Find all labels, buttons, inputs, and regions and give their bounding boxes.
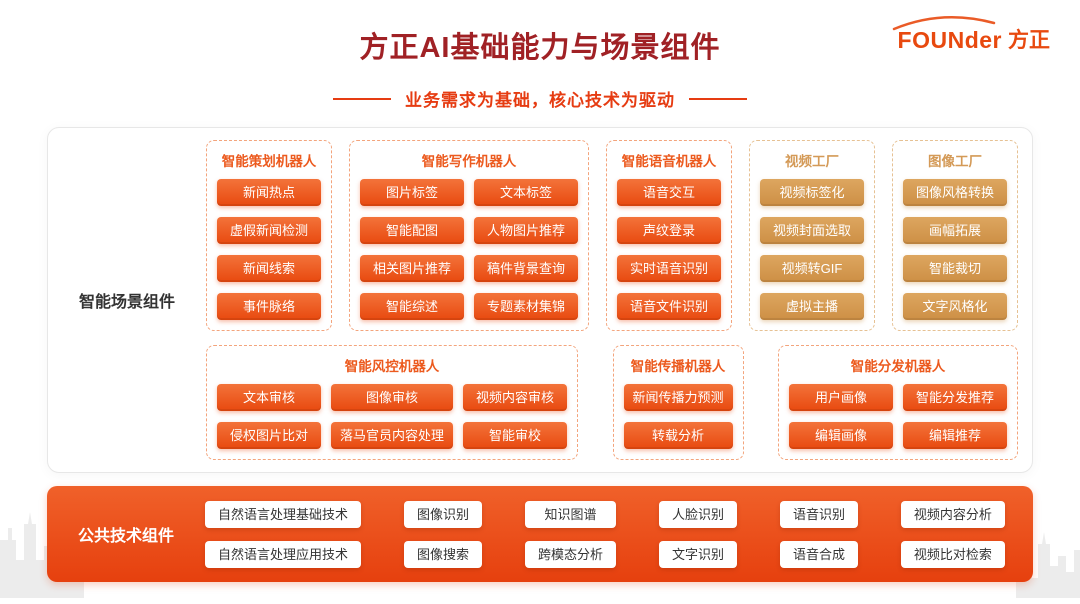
capability-button-planning-robot-0[interactable]: 新闻热点 bbox=[217, 179, 321, 206]
group-title-writing-robot: 智能写作机器人 bbox=[421, 154, 517, 169]
capability-button-video-factory-2[interactable]: 视频转GIF bbox=[760, 255, 864, 282]
capability-button-distribution-robot-0[interactable]: 用户画像 bbox=[789, 384, 893, 411]
capability-button-writing-robot-5[interactable]: 稿件背景查询 bbox=[474, 255, 578, 282]
group-spread-robot: 智能传播机器人新闻传播力预测转载分析 bbox=[612, 345, 744, 460]
group-title-spread-robot: 智能传播机器人 bbox=[630, 359, 726, 374]
group-image-factory: 图像工厂图像风格转换画幅拓展智能裁切文字风格化 bbox=[892, 140, 1018, 331]
group-title-image-factory: 图像工厂 bbox=[928, 154, 982, 169]
group-items-writing-robot: 图片标签文本标签智能配图人物图片推荐相关图片推荐稿件背景查询智能综述专题素材集锦 bbox=[360, 179, 578, 320]
group-items-video-factory: 视频标签化视频封面选取视频转GIF 虚拟主播 bbox=[760, 179, 864, 320]
capability-button-spread-robot-0[interactable]: 新闻传播力预测 bbox=[623, 384, 733, 411]
logo-swoosh-icon bbox=[892, 16, 995, 31]
capability-button-video-factory-3[interactable]: 虚拟主播 bbox=[760, 293, 864, 320]
capability-button-risk-robot-4[interactable]: 落马官员内容处理 bbox=[331, 422, 454, 449]
scene-components-panel: 智能场景组件 智能策划机器人新闻热点虚假新闻检测新闻线索事件脉络智能写作机器人图… bbox=[47, 127, 1033, 473]
capability-button-planning-robot-2[interactable]: 新闻线索 bbox=[217, 255, 321, 282]
subtitle-text: 业务需求为基础，核心技术为驱动 bbox=[405, 91, 675, 110]
tech-button-4[interactable]: 语音识别 bbox=[779, 500, 858, 528]
tech-button-9[interactable]: 文字识别 bbox=[658, 540, 737, 568]
header: 方正AI基础能力与场景组件 FOUNder 方正 bbox=[0, 0, 1080, 66]
capability-button-distribution-robot-1[interactable]: 智能分发推荐 bbox=[903, 384, 1007, 411]
tech-button-2[interactable]: 知识图谱 bbox=[524, 500, 616, 528]
capability-button-voice-robot-2[interactable]: 实时语音识别 bbox=[617, 255, 721, 282]
group-writing-robot: 智能写作机器人图片标签文本标签智能配图人物图片推荐相关图片推荐稿件背景查询智能综… bbox=[349, 140, 589, 331]
tech-button-8[interactable]: 跨模态分析 bbox=[524, 540, 616, 568]
group-video-factory: 视频工厂视频标签化视频封面选取视频转GIF 虚拟主播 bbox=[749, 140, 875, 331]
group-title-distribution-robot: 智能分发机器人 bbox=[850, 359, 946, 374]
subtitle-row: 业务需求为基础，核心技术为驱动 bbox=[0, 86, 1080, 111]
capability-button-writing-robot-6[interactable]: 智能综述 bbox=[360, 293, 464, 320]
capability-button-writing-robot-7[interactable]: 专题素材集锦 bbox=[474, 293, 578, 320]
capability-button-writing-robot-0[interactable]: 图片标签 bbox=[360, 179, 464, 206]
capability-button-planning-robot-3[interactable]: 事件脉络 bbox=[217, 293, 321, 320]
group-items-spread-robot: 新闻传播力预测转载分析 bbox=[623, 384, 733, 449]
capability-button-image-factory-1[interactable]: 画幅拓展 bbox=[903, 217, 1007, 244]
capability-button-distribution-robot-3[interactable]: 编辑推荐 bbox=[903, 422, 1007, 449]
capability-button-image-factory-2[interactable]: 智能裁切 bbox=[903, 255, 1007, 282]
capability-button-distribution-robot-2[interactable]: 编辑画像 bbox=[789, 422, 893, 449]
group-distribution-robot: 智能分发机器人用户画像智能分发推荐编辑画像编辑推荐 bbox=[778, 345, 1018, 460]
tech-button-6[interactable]: 自然语言处理应用技术 bbox=[205, 540, 362, 568]
capability-button-writing-robot-1[interactable]: 文本标签 bbox=[474, 179, 578, 206]
subtitle-line-right bbox=[689, 97, 747, 100]
capability-button-planning-robot-1[interactable]: 虚假新闻检测 bbox=[217, 217, 321, 244]
capability-button-writing-robot-3[interactable]: 人物图片推荐 bbox=[474, 217, 578, 244]
capability-button-risk-robot-3[interactable]: 侵权图片比对 bbox=[217, 422, 321, 449]
tech-button-7[interactable]: 图像搜索 bbox=[403, 540, 482, 568]
capability-button-spread-robot-1[interactable]: 转载分析 bbox=[623, 422, 733, 449]
capability-button-video-factory-0[interactable]: 视频标签化 bbox=[760, 179, 864, 206]
capability-button-risk-robot-2[interactable]: 视频内容审核 bbox=[463, 384, 568, 411]
subtitle-line-left bbox=[333, 97, 391, 100]
tech-button-10[interactable]: 语音合成 bbox=[779, 540, 858, 568]
scene-group-row-2: 智能风控机器人文本审核图像审核视频内容审核侵权图片比对落马官员内容处理智能审校智… bbox=[206, 345, 1018, 460]
group-items-image-factory: 图像风格转换画幅拓展智能裁切文字风格化 bbox=[903, 179, 1007, 320]
capability-button-risk-robot-0[interactable]: 文本审核 bbox=[217, 384, 321, 411]
tech-button-11[interactable]: 视频比对检索 bbox=[900, 540, 1005, 568]
logo-text-cn: 方正 bbox=[1008, 29, 1050, 52]
tech-button-5[interactable]: 视频内容分析 bbox=[900, 500, 1005, 528]
scene-group-row-1: 智能策划机器人新闻热点虚假新闻检测新闻线索事件脉络智能写作机器人图片标签文本标签… bbox=[206, 140, 1018, 331]
group-items-risk-robot: 文本审核图像审核视频内容审核侵权图片比对落马官员内容处理智能审校 bbox=[217, 384, 568, 449]
capability-button-image-factory-3[interactable]: 文字风格化 bbox=[903, 293, 1007, 320]
scene-section-label: 智能场景组件 bbox=[78, 294, 175, 311]
capability-button-image-factory-0[interactable]: 图像风格转换 bbox=[903, 179, 1007, 206]
group-items-planning-robot: 新闻热点虚假新闻检测新闻线索事件脉络 bbox=[217, 179, 321, 320]
tech-button-0[interactable]: 自然语言处理基础技术 bbox=[205, 500, 362, 528]
group-planning-robot: 智能策划机器人新闻热点虚假新闻检测新闻线索事件脉络 bbox=[206, 140, 332, 331]
tech-button-1[interactable]: 图像识别 bbox=[403, 500, 482, 528]
city-skyline-right-decor bbox=[1016, 532, 1080, 598]
logo-text-en: FOUNder bbox=[897, 27, 1002, 53]
capability-button-voice-robot-1[interactable]: 声纹登录 bbox=[617, 217, 721, 244]
group-items-voice-robot: 语音交互声纹登录实时语音识别语音文件识别 bbox=[617, 179, 721, 320]
group-items-distribution-robot: 用户画像智能分发推荐编辑画像编辑推荐 bbox=[789, 384, 1007, 449]
founder-logo: FOUNder 方正 bbox=[892, 16, 1050, 54]
tech-section-label: 公共技术组件 bbox=[77, 528, 174, 545]
group-risk-robot: 智能风控机器人文本审核图像审核视频内容审核侵权图片比对落马官员内容处理智能审校 bbox=[206, 345, 579, 460]
page-title: 方正AI基础能力与场景组件 bbox=[359, 32, 721, 64]
group-voice-robot: 智能语音机器人语音交互声纹登录实时语音识别语音文件识别 bbox=[606, 140, 732, 331]
tech-grid: 自然语言处理基础技术 图像识别 知识图谱 人脸识别 语音识别 视频内容分析自然语言处理应用… bbox=[205, 500, 1033, 568]
group-title-video-factory: 视频工厂 bbox=[785, 154, 839, 169]
group-title-planning-robot: 智能策划机器人 bbox=[221, 154, 317, 169]
capability-button-writing-robot-2[interactable]: 智能配图 bbox=[360, 217, 464, 244]
capability-button-risk-robot-5[interactable]: 智能审校 bbox=[463, 422, 568, 449]
scene-groups-area: 智能策划机器人新闻热点虚假新闻检测新闻线索事件脉络智能写作机器人图片标签文本标签… bbox=[206, 128, 1032, 472]
group-title-voice-robot: 智能语音机器人 bbox=[621, 154, 717, 169]
tech-button-3[interactable]: 人脸识别 bbox=[658, 500, 737, 528]
capability-button-voice-robot-3[interactable]: 语音文件识别 bbox=[617, 293, 721, 320]
tech-components-banner: 公共技术组件 自然语言处理基础技术图像识别知识图谱人脸识别语音识别视频内容分析自… bbox=[47, 486, 1033, 582]
capability-button-writing-robot-4[interactable]: 相关图片推荐 bbox=[360, 255, 464, 282]
capability-button-risk-robot-1[interactable]: 图像审核 bbox=[331, 384, 454, 411]
group-title-risk-robot: 智能风控机器人 bbox=[344, 359, 440, 374]
capability-button-video-factory-1[interactable]: 视频封面选取 bbox=[760, 217, 864, 244]
capability-button-voice-robot-0[interactable]: 语音交互 bbox=[617, 179, 721, 206]
